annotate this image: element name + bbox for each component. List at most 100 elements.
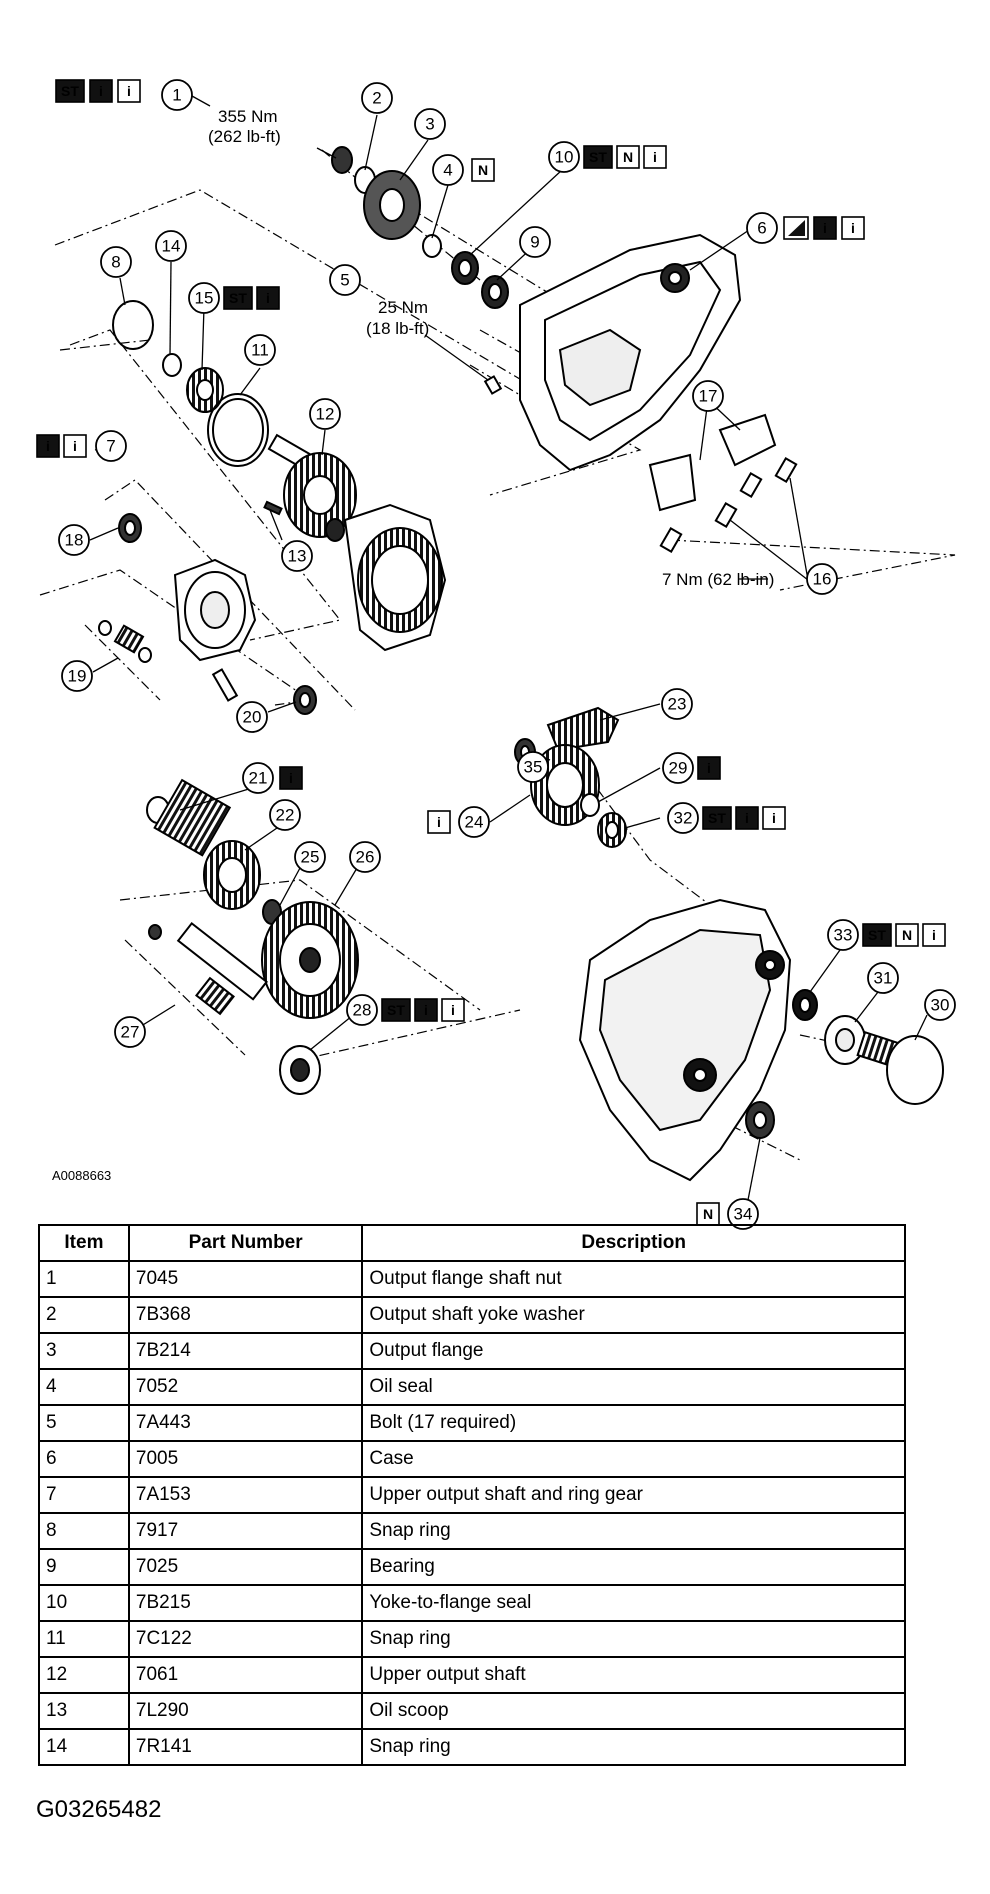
callout-1: 1 [161, 79, 193, 111]
part-number-cell: 7005 [127, 1440, 364, 1478]
description-cell: Snap ring [361, 1728, 906, 1766]
info-badge-28b: i [441, 998, 465, 1022]
callout-25: 25 [294, 841, 326, 873]
info-badge-24: i [427, 810, 451, 834]
item-cell: 12 [38, 1656, 130, 1694]
info-badge-15: i [256, 286, 280, 310]
info-badge-32a: i [735, 806, 759, 830]
callout-16: 16 [806, 563, 838, 595]
svg-text:1: 1 [172, 86, 181, 105]
callout-33: 33 [827, 919, 859, 951]
svg-text:16: 16 [813, 570, 832, 589]
description-cell: Upper output shaft and ring gear [361, 1476, 906, 1514]
callout-17: 17 [692, 380, 724, 412]
part-number-cell: 7A443 [127, 1404, 364, 1442]
symbol-badges: ST i i N ST N i i i ST i i i i i i ST i … [36, 79, 946, 1226]
svg-text:ST: ST [387, 1002, 405, 1018]
table-header-row: Item Part Number Description [38, 1224, 906, 1262]
callout-19: 19 [61, 660, 93, 692]
svg-text:19: 19 [68, 667, 87, 686]
callout-26: 26 [349, 841, 381, 873]
item-cell: 2 [38, 1296, 130, 1334]
svg-text:i: i [745, 810, 749, 826]
leader-lines [89, 95, 928, 1201]
svg-text:25: 25 [301, 848, 320, 867]
svg-text:i: i [266, 290, 270, 306]
svg-text:5: 5 [340, 271, 349, 290]
lower-gear-group [146, 778, 359, 1095]
st-badge-28: ST [381, 998, 411, 1022]
svg-text:8: 8 [111, 253, 120, 272]
callout-2: 2 [361, 82, 393, 114]
svg-text:27: 27 [121, 1023, 140, 1042]
part-number-cell: 7052 [127, 1368, 364, 1406]
torque-1-metric: 355 Nm [218, 107, 278, 126]
callout-35: 35 [517, 751, 549, 783]
svg-text:22: 22 [276, 806, 295, 825]
upper-shaft-group [112, 300, 447, 652]
svg-text:33: 33 [834, 926, 853, 945]
svg-text:ST: ST [229, 290, 247, 306]
callout-23: 23 [661, 688, 693, 720]
svg-text:31: 31 [874, 969, 893, 988]
item-cell: 3 [38, 1332, 130, 1370]
callout-4: 4 [432, 154, 464, 186]
sealant-icon [783, 216, 809, 240]
description-cell: Bolt (17 required) [361, 1404, 906, 1442]
callout-13: 13 [281, 540, 313, 572]
st-badge-10: ST [583, 145, 613, 169]
callout-28: 28 [346, 994, 378, 1026]
callout-11: 11 [244, 334, 276, 366]
svg-text:N: N [703, 1206, 713, 1222]
svg-text:18: 18 [65, 531, 84, 550]
info-badge-21: i [279, 766, 303, 790]
item-cell: 11 [38, 1620, 130, 1658]
svg-text:23: 23 [668, 695, 687, 714]
description-cell: Output shaft yoke washer [361, 1296, 906, 1334]
callout-24: 24 [458, 806, 490, 838]
info-badge-1a: i [89, 79, 113, 103]
callout-10: 10 [548, 141, 580, 173]
item-cell: 10 [38, 1584, 130, 1622]
callout-32: 32 [667, 802, 699, 834]
svg-text:ST: ST [589, 149, 607, 165]
description-cell: Output flange shaft nut [361, 1260, 906, 1298]
description-cell: Bearing [361, 1548, 906, 1586]
st-badge-15: ST [223, 286, 253, 310]
svg-text:12: 12 [316, 405, 335, 424]
part-number-cell: 7045 [127, 1260, 364, 1298]
rear-output-group [745, 989, 944, 1139]
torque-5-imperial: (18 lb-ft) [366, 319, 429, 338]
svg-text:N: N [623, 149, 633, 165]
part-number-cell: 7061 [127, 1656, 364, 1694]
case-upper [519, 233, 742, 472]
callout-12: 12 [309, 398, 341, 430]
svg-text:i: i [932, 927, 936, 943]
header-item: Item [38, 1224, 130, 1262]
new-badge-33: N [895, 923, 919, 947]
description-cell: Oil scoop [361, 1692, 906, 1730]
new-badge-4: N [471, 158, 495, 182]
svg-text:ST: ST [708, 810, 726, 826]
svg-text:N: N [902, 927, 912, 943]
info-badge-10: i [643, 145, 667, 169]
callout-29: 29 [662, 752, 694, 784]
header-part-number: Part Number [127, 1224, 364, 1262]
item-cell: 13 [38, 1692, 130, 1730]
svg-text:24: 24 [465, 813, 484, 832]
svg-text:29: 29 [669, 759, 688, 778]
part-number-cell: 7917 [127, 1512, 364, 1550]
item-cell: 6 [38, 1440, 130, 1478]
callout-20: 20 [236, 701, 268, 733]
svg-text:17: 17 [699, 387, 718, 406]
item-cell: 1 [38, 1260, 130, 1298]
part-number-cell: 7A153 [127, 1476, 364, 1514]
svg-text:i: i [653, 149, 657, 165]
svg-text:11: 11 [251, 341, 269, 360]
